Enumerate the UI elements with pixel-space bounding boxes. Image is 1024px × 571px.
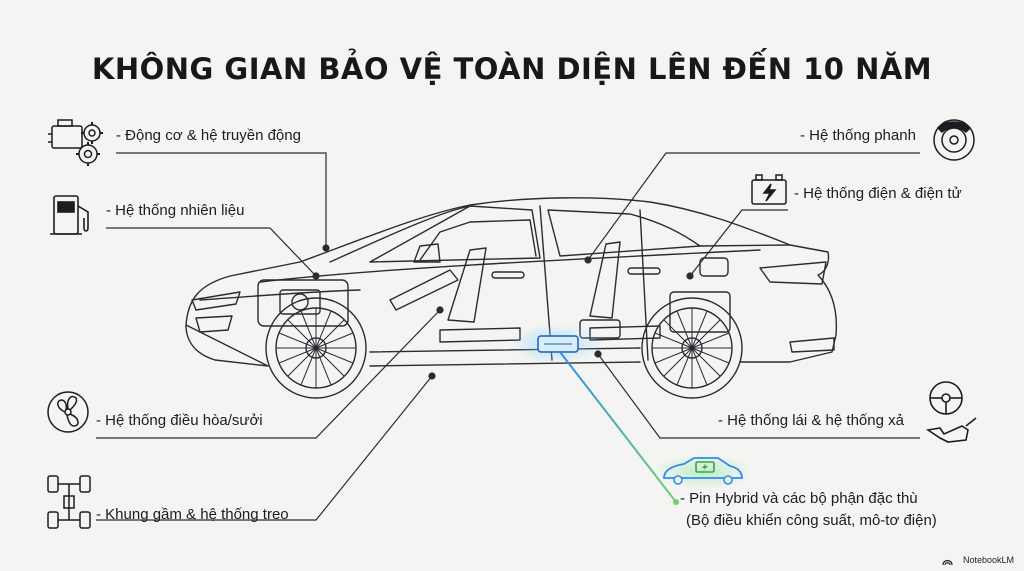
brake-disc-icon	[933, 119, 975, 161]
label-engine-transmission: - Động cơ & hệ truyền động	[116, 127, 301, 144]
footer-brand-text: NotebookLM	[962, 555, 1014, 565]
hybrid-car-battery-icon	[653, 454, 753, 490]
steering-wheel-exhaust-icon	[925, 381, 977, 443]
chassis-suspension-icon	[47, 475, 91, 529]
label-chassis-suspension: - Khung gầm & hệ thống treo	[96, 506, 289, 523]
label-steering-exhaust: - Hệ thống lái & hệ thống xả	[718, 412, 904, 429]
label-fuel-system: - Hệ thống nhiên liệu	[106, 202, 245, 219]
fuel-pump-icon	[50, 195, 89, 235]
footer-brand: NotebookLM	[963, 555, 1014, 565]
label-electrical: - Hệ thống điện & điện tử	[794, 185, 962, 202]
label-hybrid-line1: - Pin Hybrid và các bộ phận đặc thù	[680, 490, 918, 507]
battery-icon	[751, 174, 787, 205]
page-title: KHÔNG GIAN BẢO VỆ TOÀN DIỆN LÊN ĐẾN 10 N…	[91, 52, 933, 86]
front-wheel	[265, 297, 367, 399]
label-hybrid-line2: (Bộ điều khiển công suất, mô-tơ điện)	[686, 512, 937, 529]
fan-icon	[47, 391, 89, 433]
leader-lines	[96, 152, 920, 521]
rear-wheel	[641, 297, 743, 399]
notebooklm-logo-icon	[942, 559, 953, 566]
label-brakes: - Hệ thống phanh	[800, 127, 916, 144]
label-hybrid: - Pin Hybrid và các bộ phận đặc thù (Bộ …	[680, 488, 1020, 532]
label-hvac: - Hệ thống điều hòa/sưởi	[96, 412, 263, 429]
engine-gears-icon	[48, 119, 103, 166]
